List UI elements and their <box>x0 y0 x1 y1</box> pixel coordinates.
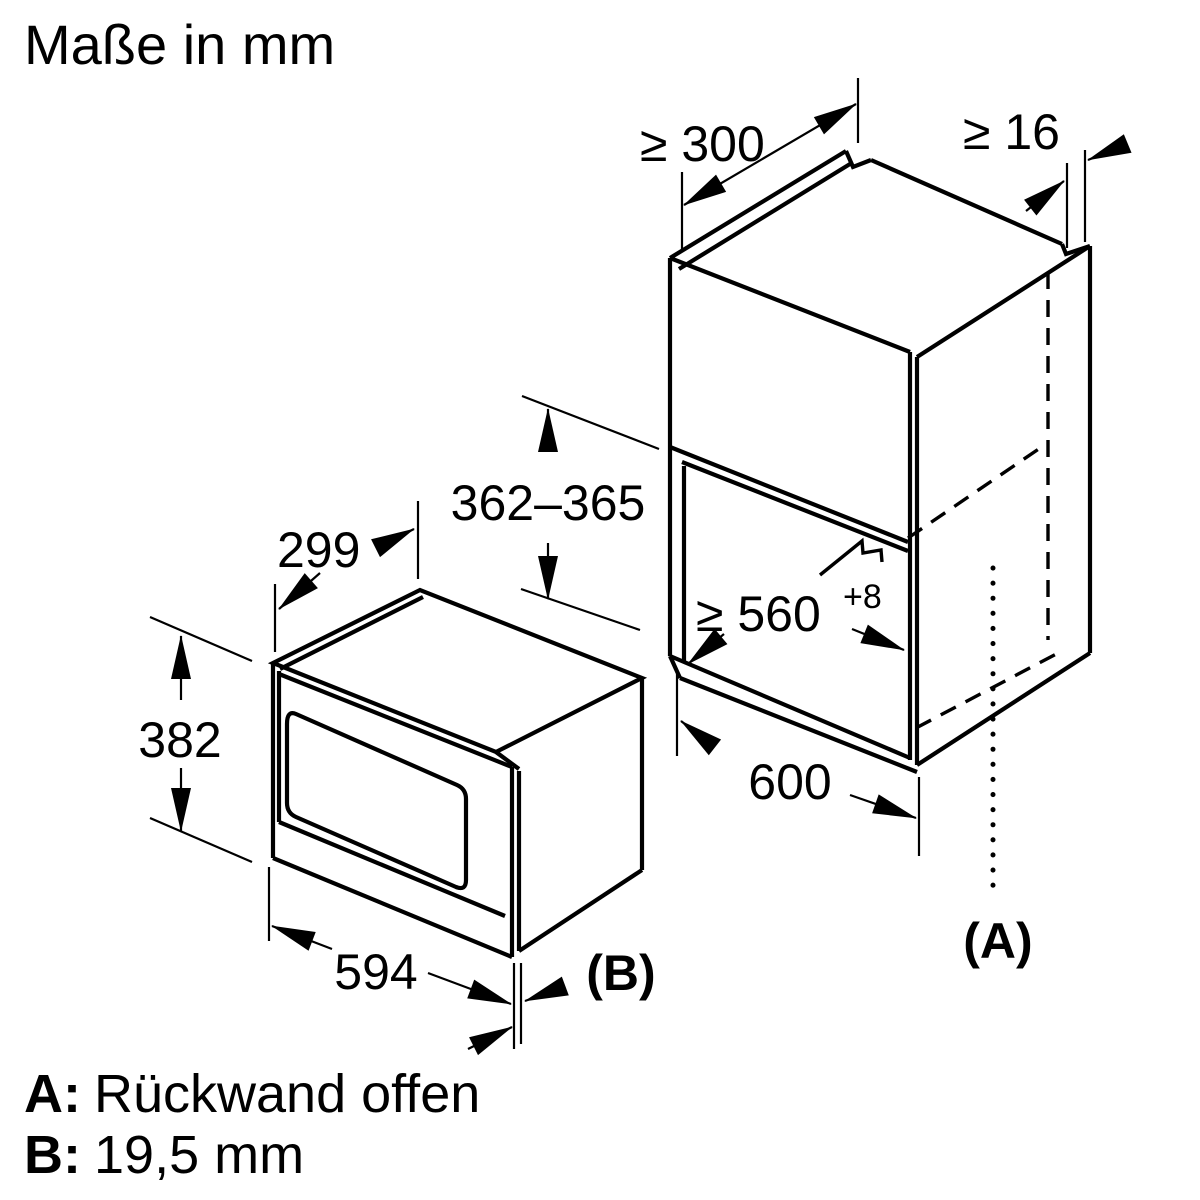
dim-label-min-top-clearance: ≥ 300 <box>640 116 765 172</box>
legend-a-value: Rückwand offen <box>94 1064 480 1124</box>
dim-label-appliance-width: 594 <box>334 944 417 1000</box>
appliance-base-bottom <box>272 856 513 959</box>
dim-label-appliance-height: 382 <box>138 712 221 768</box>
dim-label-min-side-panel: ≥ 16 <box>963 104 1060 160</box>
legend: A: Rückwand offen B: 19,5 mm <box>24 1064 480 1185</box>
cabinet-niche-bracket <box>818 537 884 577</box>
cabinet-hidden-edges <box>907 272 1061 730</box>
legend-b-value: 19,5 mm <box>94 1125 304 1185</box>
legend-a-key: A: <box>24 1064 81 1124</box>
page-title: Maße in mm <box>24 13 335 76</box>
dim-label-cabinet-depth: 600 <box>748 754 831 810</box>
cabinet-outline <box>667 149 1093 774</box>
appliance-dimension-lines <box>149 501 569 1056</box>
cabinet-dimension-lines <box>520 78 1132 856</box>
appliance-door-window <box>284 711 469 891</box>
callout-label-front-overhang: (B) <box>586 945 655 1001</box>
legend-b-key: B: <box>24 1125 81 1185</box>
appliance-outline <box>267 587 648 959</box>
cabinet-niche-bottom <box>669 654 911 760</box>
appliance-door-bottom <box>278 820 506 918</box>
dim-label-appliance-top-depth: 299 <box>277 522 360 578</box>
callout-label-open-back: (A) <box>963 913 1032 969</box>
dim-label-niche-width-tolerance: +8 <box>843 578 882 616</box>
dim-label-min-niche-width: ≥ 560 <box>696 586 821 642</box>
dim-label-niche-height: 362–365 <box>451 475 646 531</box>
